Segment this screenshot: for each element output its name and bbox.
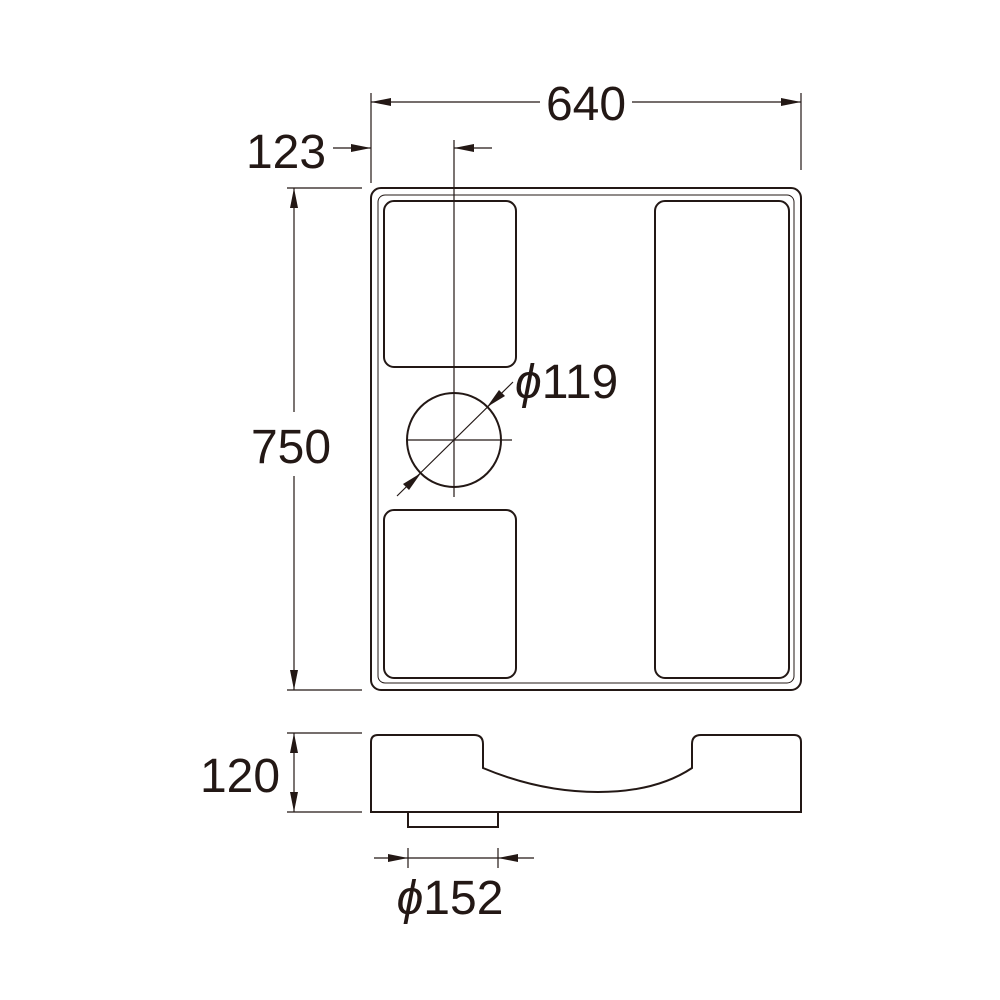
side-view [370,734,802,828]
offset-dimension: 123 [246,126,492,179]
outlet-diameter-label: ϕ152 [397,872,504,925]
pan-side-profile [370,734,802,813]
width-dimension: 640 [370,78,802,183]
lower-left-recess [383,509,517,679]
pan-outline-inner [377,194,795,684]
drain-diameter-label: ϕ119 [515,356,618,409]
height-dimension: 750 [251,187,362,691]
width-dimension-label: 640 [546,78,626,131]
depth-dimension: 120 [200,732,362,813]
height-dimension-label: 750 [251,421,331,474]
pan-outline-outer [370,187,802,691]
outlet-diameter-value: 152 [423,872,503,925]
depth-dimension-label: 120 [200,750,280,803]
outlet-diameter-dimension: ϕ152 [374,848,534,925]
upper-left-recess [383,200,517,368]
drain-diameter-value: 119 [542,356,619,409]
drain-diameter-dimension: ϕ119 [396,356,618,497]
drain-outlet-profile [407,812,499,828]
right-recess [654,200,790,679]
top-view [370,140,802,691]
offset-dimension-label: 123 [246,126,326,179]
diameter-symbol: ϕ [397,872,424,925]
diameter-symbol: ϕ [515,356,542,409]
